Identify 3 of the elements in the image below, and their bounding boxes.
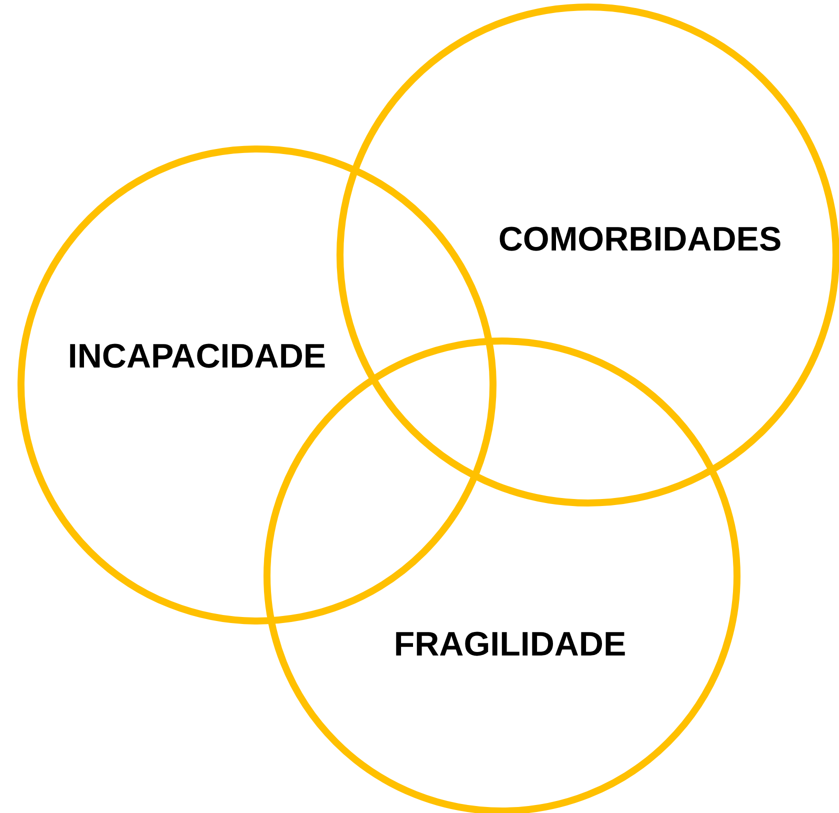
set-label: INCAPACIDADE <box>68 338 326 376</box>
set-label: COMORBIDADES <box>498 220 782 260</box>
set-label: FRAGILIDADE <box>394 626 626 664</box>
